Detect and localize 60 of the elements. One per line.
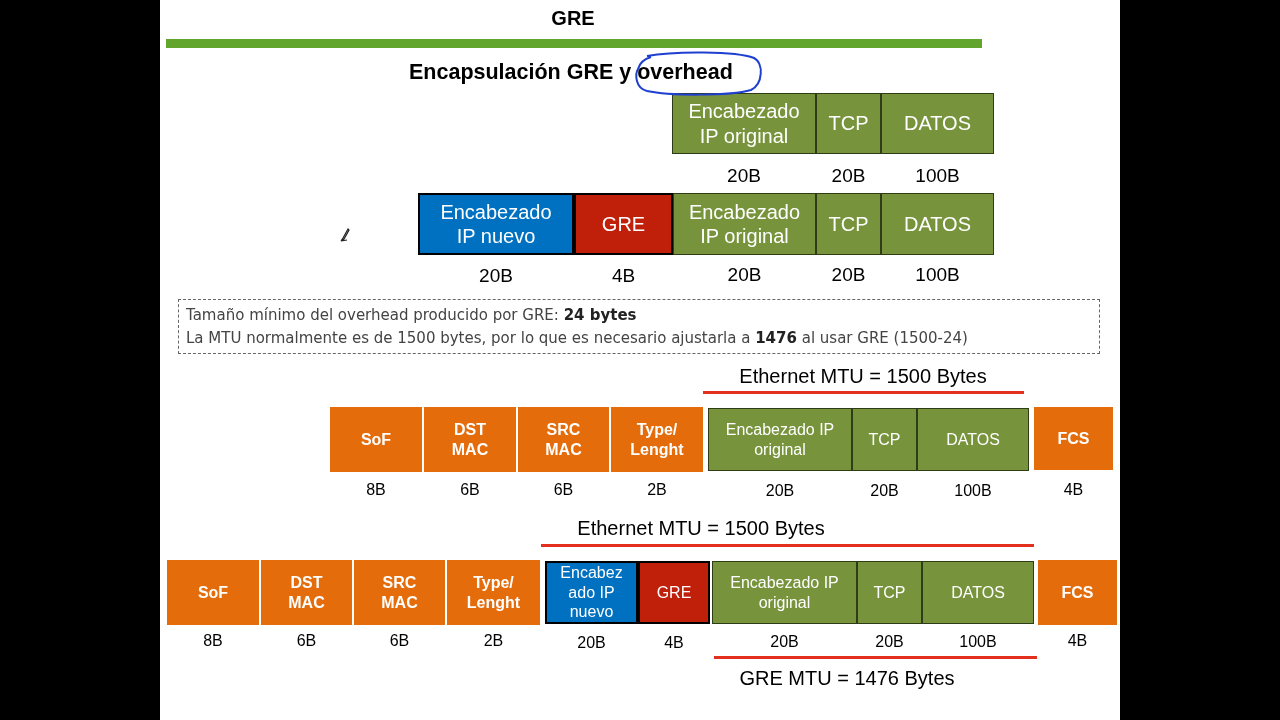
field-label: SoF (197, 582, 229, 603)
field-label: Encabezado IP nuevo (439, 199, 553, 249)
field-label: Encabezado IP original (724, 420, 836, 459)
byte-size-label: 20B (479, 265, 513, 287)
field-label: SRC MAC (544, 420, 583, 459)
byte-size-label: 4B (611, 265, 636, 287)
field-label: DATOS (951, 582, 1005, 603)
byte-size-label: 20B (727, 165, 761, 187)
field-label: Encabezado IP nuevo (560, 563, 623, 622)
field-label: DST MAC (450, 420, 490, 459)
slide-title: GRE (551, 7, 595, 30)
field-label: TCP (828, 111, 869, 136)
field-label: TCP (868, 429, 901, 450)
byte-size-label: 6B (296, 632, 317, 651)
field-label: Encabezado IP original (729, 573, 840, 612)
field-label: GRE (601, 211, 646, 237)
byte-size-label: 20B (577, 634, 606, 653)
mtu-label: Ethernet MTU = 1500 Bytes (739, 365, 987, 388)
byte-size-label: 6B (460, 481, 480, 500)
byte-size-label: 4B (664, 634, 684, 653)
byte-size-label: 8B (366, 481, 386, 500)
mtu-label: GRE MTU = 1476 Bytes (739, 667, 955, 690)
byte-size-label: 100B (915, 165, 960, 187)
byte-size-label: 2B (647, 481, 667, 500)
field-label: FCS (1057, 428, 1090, 449)
byte-size-label: 20B (765, 482, 795, 501)
byte-size-label: 100B (959, 633, 997, 652)
byte-size-label: 20B (770, 633, 799, 652)
byte-size-label: 20B (727, 264, 762, 286)
byte-size-label: 6B (389, 632, 410, 651)
field-label: SRC MAC (380, 573, 419, 612)
field-label: DST MAC (287, 573, 326, 612)
field-label: GRE (656, 582, 692, 603)
byte-size-label: 4B (1067, 632, 1088, 651)
field-label: Encabezado IP original (687, 99, 801, 148)
mtu-label: Ethernet MTU = 1500 Bytes (577, 517, 825, 540)
byte-size-label: 4B (1063, 481, 1084, 500)
byte-size-label: 20B (831, 165, 866, 187)
field-label: DATOS (903, 211, 972, 237)
byte-size-label: 20B (875, 633, 904, 652)
field-label: DATOS (946, 429, 1000, 450)
note-text: La MTU normalmente es de 1500 bytes, por lo que es necesario ajustarla a 1476 al usar GRE (1500-24) (186, 327, 968, 349)
note-box (178, 299, 1100, 354)
field-label: Type/ Lenght (629, 420, 685, 459)
field-label: FCS (1061, 582, 1094, 603)
note-text: Tamaño mínimo del overhead producido por GRE: 24 bytes (186, 305, 637, 326)
byte-size-label: 8B (203, 632, 223, 651)
slide-subtitle: Encapsulación GRE y overhead (409, 62, 733, 84)
field-label: SoF (360, 429, 392, 450)
byte-size-label: 2B (483, 632, 504, 651)
field-label: TCP (828, 211, 869, 237)
byte-size-label: 100B (915, 264, 960, 286)
field-label: Type/ Lenght (465, 573, 522, 612)
byte-size-label: 6B (553, 481, 574, 500)
byte-size-label: 20B (831, 264, 866, 286)
byte-size-label: 20B (870, 482, 899, 501)
field-label: TCP (873, 582, 906, 603)
byte-size-label: 100B (954, 482, 992, 501)
field-label: DATOS (903, 111, 972, 136)
field-label: Encabezado IP original (687, 199, 802, 249)
